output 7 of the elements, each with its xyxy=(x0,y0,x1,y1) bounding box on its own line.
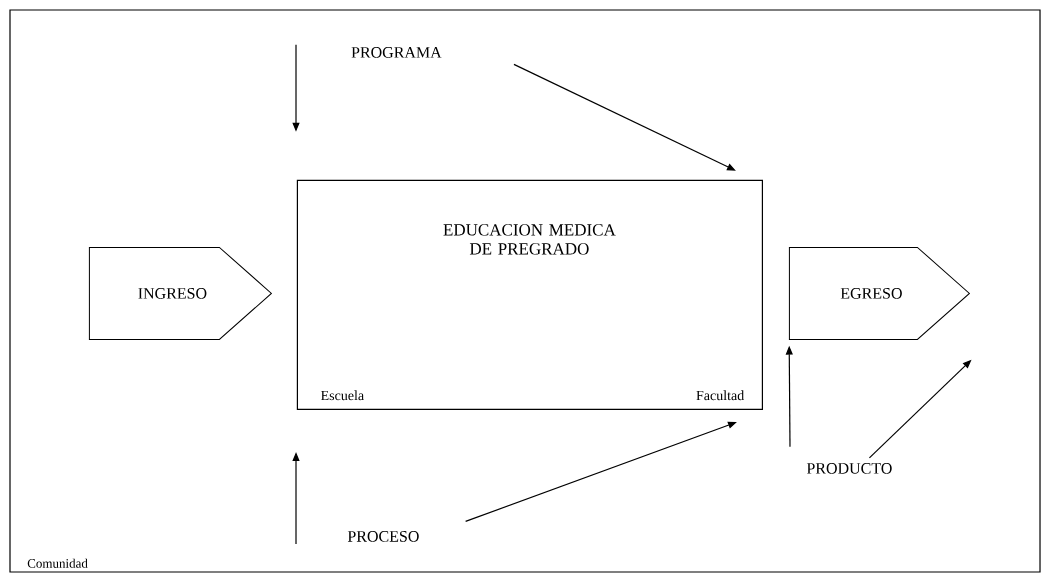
input-label: PROGRAMA xyxy=(351,47,442,58)
arrow xyxy=(513,63,736,171)
process-box: EDUCACION MEDICA DE PREGRADO Escuela Facultad xyxy=(296,179,763,410)
arrow xyxy=(465,421,737,522)
input-label: PRODUCTO xyxy=(806,463,892,474)
frame-label: Comunidad xyxy=(27,558,88,568)
input-label: PROCESO xyxy=(347,531,419,542)
